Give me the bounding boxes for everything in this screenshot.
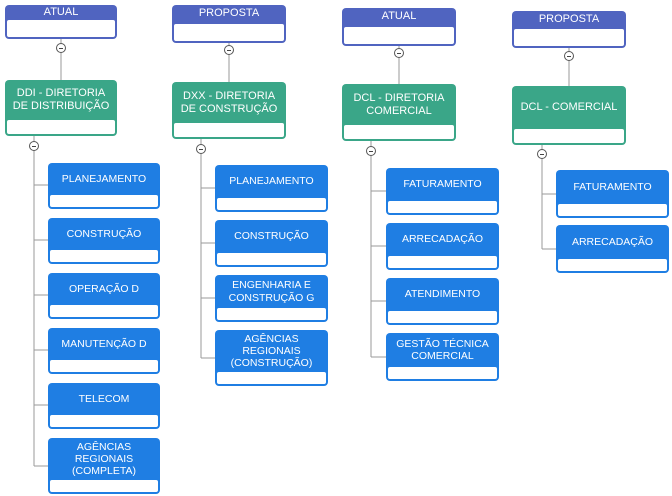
unit-box-col3-4[interactable]: GESTÃO TÉCNICA COMERCIAL	[386, 333, 499, 381]
director-box-col3[interactable]: DCL - DIRETORIA COMERCIAL	[342, 84, 456, 141]
status-label-col1: ATUAL	[43, 6, 79, 19]
collapse-minus-icon[interactable]	[394, 48, 404, 58]
collapse-minus-icon[interactable]	[537, 149, 547, 159]
status-label-col2: PROPOSTA	[198, 7, 260, 20]
unit-box-col4-2[interactable]: ARRECADAÇÃO	[556, 225, 669, 273]
unit-label-col1-3: OPERAÇÃO D	[68, 282, 139, 295]
unit-box-col1-3[interactable]: OPERAÇÃO D	[48, 273, 160, 319]
unit-box-col1-6[interactable]: AGÊNCIAS REGIONAIS (COMPLETA)	[48, 438, 160, 494]
unit-label-col1-6: AGÊNCIAS REGIONAIS (COMPLETA)	[72, 440, 136, 478]
director-title-col1: DDI - DIRETORIA DE DISTRIBUIÇÃO	[12, 87, 110, 112]
unit-label-col2-3: ENGENHARIA E CONSTRUÇÃO G	[228, 279, 315, 304]
unit-label-col1-4: MANUTENÇÃO D	[61, 337, 147, 350]
status-box-col2: PROPOSTA	[172, 5, 286, 43]
collapse-minus-icon[interactable]	[564, 51, 574, 61]
unit-label-col3-2: ARRECADAÇÃO	[401, 233, 484, 246]
status-box-col1: ATUAL	[5, 5, 117, 39]
collapse-minus-icon[interactable]	[366, 146, 376, 156]
unit-box-col2-3[interactable]: ENGENHARIA E CONSTRUÇÃO G	[215, 275, 328, 322]
unit-box-col1-5[interactable]: TELECOM	[48, 383, 160, 429]
unit-label-col3-3: ATENDIMENTO	[404, 288, 481, 301]
unit-label-col2-4: AGÊNCIAS REGIONAIS (CONSTRUÇÃO)	[230, 332, 313, 370]
unit-box-col1-1[interactable]: PLANEJAMENTO	[48, 163, 160, 209]
director-title-col3: DCL - DIRETORIA COMERCIAL	[353, 91, 445, 117]
unit-box-col3-3[interactable]: ATENDIMENTO	[386, 278, 499, 325]
status-label-col3: ATUAL	[381, 10, 417, 23]
unit-box-col1-2[interactable]: CONSTRUÇÃO	[48, 218, 160, 264]
collapse-minus-icon[interactable]	[29, 141, 39, 151]
director-box-col2[interactable]: DXX - DIRETORIA DE CONSTRUÇÃO	[172, 82, 286, 139]
unit-label-col3-1: FATURAMENTO	[403, 178, 482, 191]
collapse-minus-icon[interactable]	[224, 45, 234, 55]
collapse-minus-icon[interactable]	[56, 43, 66, 53]
unit-box-col3-2[interactable]: ARRECADAÇÃO	[386, 223, 499, 270]
director-box-col1[interactable]: DDI - DIRETORIA DE DISTRIBUIÇÃO	[5, 80, 117, 136]
unit-label-col1-5: TELECOM	[78, 392, 130, 405]
unit-label-col1-1: PLANEJAMENTO	[61, 172, 147, 185]
unit-box-col2-2[interactable]: CONSTRUÇÃO	[215, 220, 328, 267]
unit-box-col2-4[interactable]: AGÊNCIAS REGIONAIS (CONSTRUÇÃO)	[215, 330, 328, 386]
unit-label-col2-2: CONSTRUÇÃO	[234, 230, 309, 243]
unit-box-col1-4[interactable]: MANUTENÇÃO D	[48, 328, 160, 374]
unit-box-col2-1[interactable]: PLANEJAMENTO	[215, 165, 328, 212]
status-box-col3: ATUAL	[342, 8, 456, 46]
status-box-col4: PROPOSTA	[512, 11, 626, 48]
unit-label-col2-1: PLANEJAMENTO	[229, 175, 314, 188]
status-label-col4: PROPOSTA	[538, 13, 600, 26]
director-box-col4[interactable]: DCL - COMERCIAL	[512, 86, 626, 145]
director-title-col2: DXX - DIRETORIA DE CONSTRUÇÃO	[180, 89, 278, 115]
unit-label-col4-1: FATURAMENTO	[573, 180, 652, 193]
collapse-minus-icon[interactable]	[196, 144, 206, 154]
director-title-col4: DCL - COMERCIAL	[520, 101, 618, 114]
unit-box-col4-1[interactable]: FATURAMENTO	[556, 170, 669, 218]
unit-label-col3-4: GESTÃO TÉCNICA COMERCIAL	[396, 337, 489, 362]
unit-box-col3-1[interactable]: FATURAMENTO	[386, 168, 499, 215]
unit-label-col1-2: CONSTRUÇÃO	[66, 227, 142, 240]
unit-label-col4-2: ARRECADAÇÃO	[571, 235, 654, 248]
